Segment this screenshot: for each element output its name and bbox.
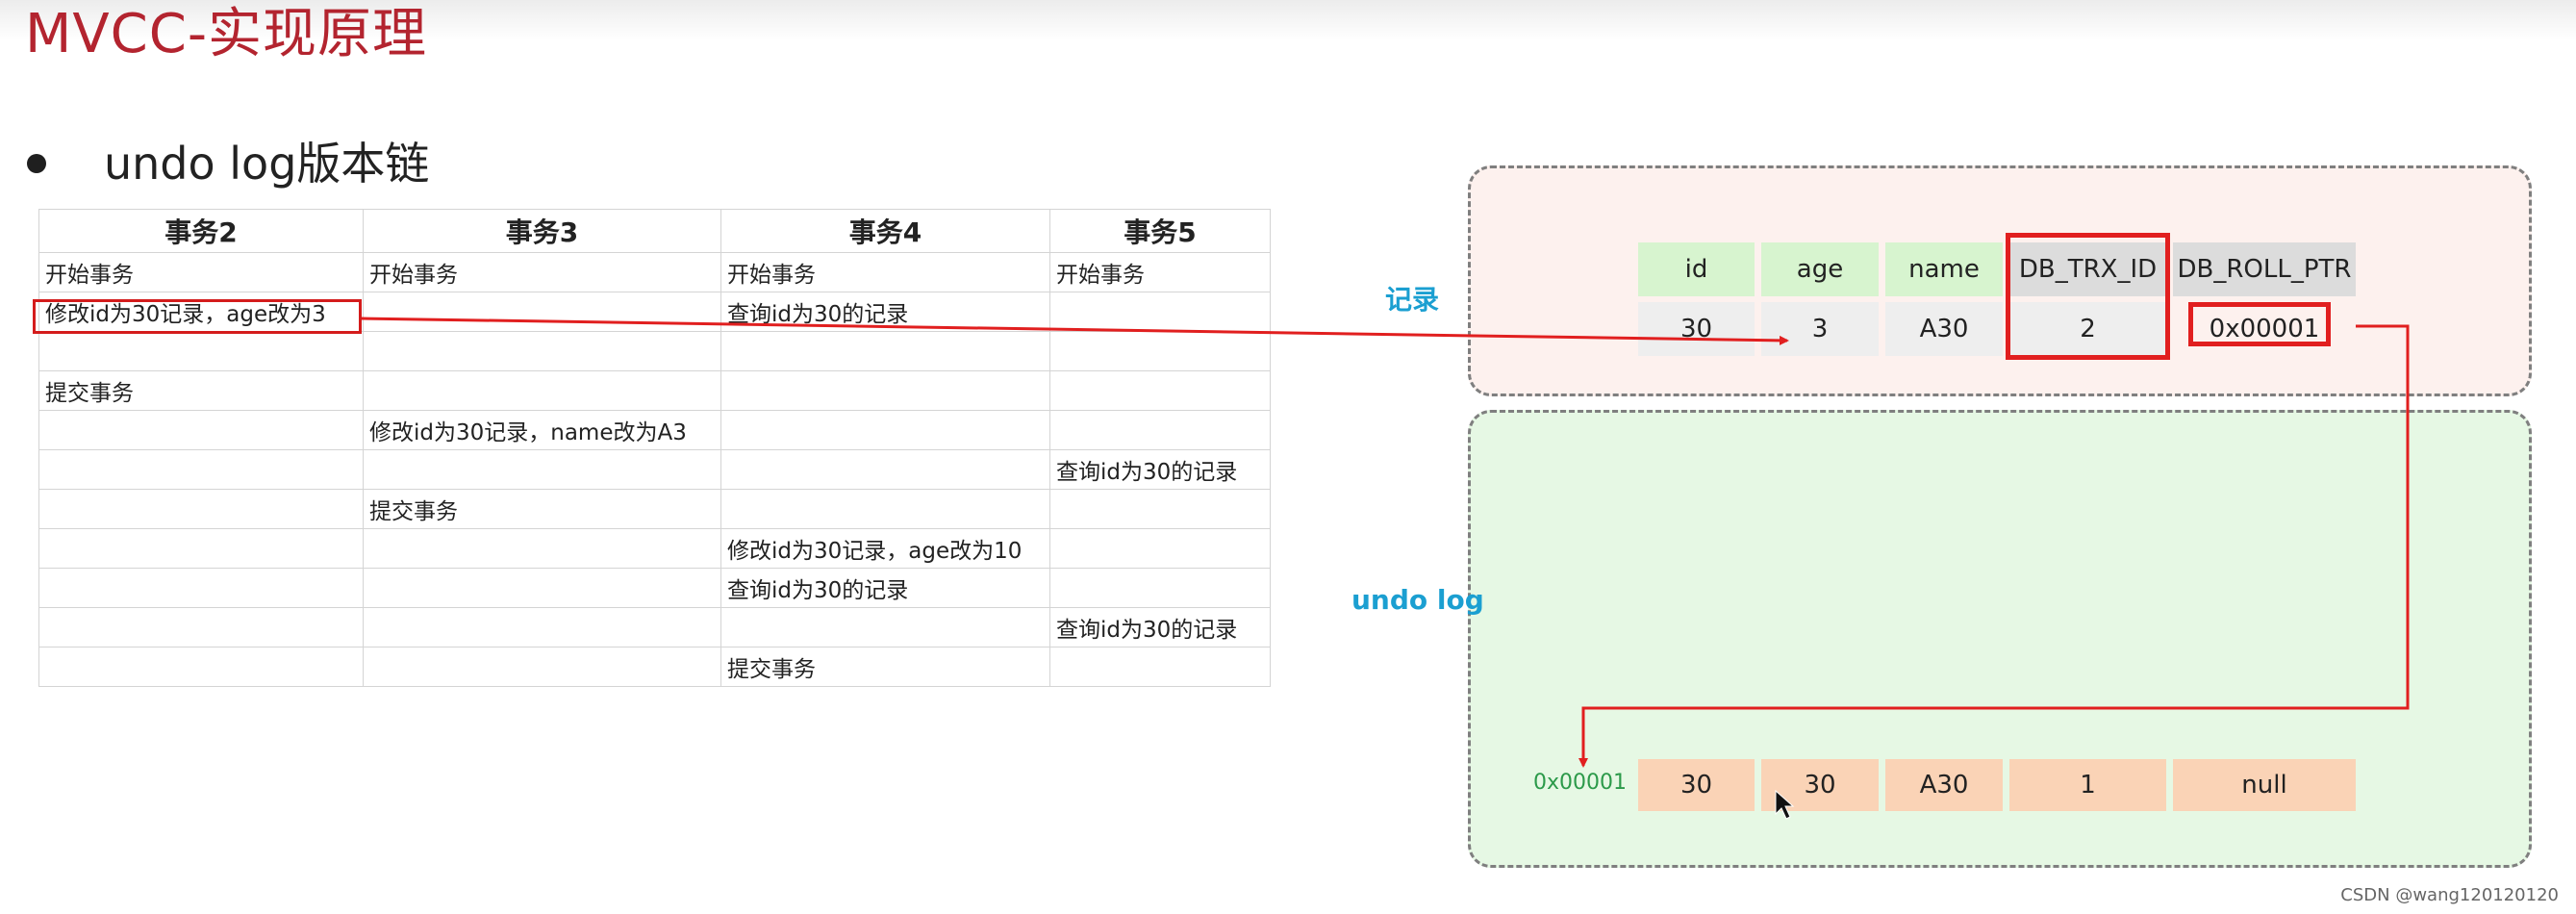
undo-value-name: A30: [1885, 759, 2003, 811]
undo-value-trx-id: 1: [2009, 759, 2166, 811]
table-cell: 修改id为30记录，name改为A3: [363, 410, 721, 450]
record-value-age: 3: [1761, 302, 1879, 356]
record-label: 记录: [1385, 284, 1440, 316]
table-row: 提交事务: [38, 647, 1271, 687]
table-cell: 查询id为30的记录: [1049, 449, 1271, 490]
table-cell: [1049, 292, 1271, 332]
table-cell: [363, 370, 721, 411]
table-cell: [38, 410, 364, 450]
table-cell: [720, 449, 1050, 490]
arrow-roll-ptr-to-undo: [1578, 324, 2410, 768]
undo-value-roll-ptr: null: [2173, 759, 2356, 811]
table-cell: [38, 647, 364, 687]
slide-subtitle: undo log版本链: [104, 138, 430, 190]
record-value-roll-ptr: 0x00001: [2209, 315, 2320, 343]
record-header-id: id: [1638, 242, 1755, 296]
table-cell: 提交事务: [720, 647, 1050, 687]
table-cell: 查询id为30的记录: [720, 568, 1050, 608]
table-cell: [1049, 647, 1271, 687]
table-cell: [720, 410, 1050, 450]
bullet-icon: [27, 154, 46, 173]
undo-value-id: 30: [1638, 759, 1755, 811]
table-cell: 提交事务: [363, 489, 721, 529]
table-row: 提交事务: [38, 489, 1271, 529]
table-cell: [38, 568, 364, 608]
table-cell: [1049, 489, 1271, 529]
table-row: 提交事务: [38, 370, 1271, 411]
table-cell: 开始事务: [720, 252, 1050, 292]
highlight-box-roll-ptr: [2188, 302, 2331, 346]
highlight-box-update-age: [33, 299, 362, 334]
highlight-box-trx-id: [2006, 233, 2170, 360]
table-cell: [363, 292, 721, 332]
mouse-cursor-icon: [1775, 789, 1795, 820]
table-row: 查询id为30的记录: [38, 449, 1271, 490]
table-header-row: 事务2 事务3 事务4 事务5: [38, 209, 1271, 253]
record-value-name: A30: [1885, 302, 2003, 356]
transaction-table: 事务2 事务3 事务4 事务5 开始事务开始事务开始事务开始事务修改id为30记…: [38, 209, 1271, 687]
watermark: CSDN @wang120120120: [2340, 885, 2559, 905]
table-cell: [38, 607, 364, 647]
table-cell: [363, 607, 721, 647]
record-value-trx-id: 2: [2009, 302, 2166, 356]
table-cell: 开始事务: [1049, 252, 1271, 292]
table-cell: 修改id为30记录，age改为10: [720, 528, 1050, 569]
table-cell: [363, 647, 721, 687]
table-cell: [363, 528, 721, 569]
table-row: [38, 331, 1271, 371]
undo-log-label: undo log: [1351, 584, 1484, 616]
table-cell: 开始事务: [363, 252, 721, 292]
table-cell: [720, 607, 1050, 647]
record-header-roll-ptr: DB_ROLL_PTR: [2173, 242, 2356, 296]
table-header: 事务3: [363, 209, 721, 253]
record-header-age: age: [1761, 242, 1879, 296]
undo-log-address: 0x00001: [1533, 771, 1628, 795]
table-row: 修改id为30记录，name改为A3: [38, 410, 1271, 450]
table-row: 修改id为30记录，age改为10: [38, 528, 1271, 569]
table-cell: [38, 489, 364, 529]
record-header-name: name: [1885, 242, 2003, 296]
top-bar: [0, 0, 2576, 40]
slide-title: MVCC-实现原理: [25, 3, 428, 65]
record-header-trx-id: DB_TRX_ID: [2009, 242, 2166, 296]
arrow-to-record: [361, 317, 1789, 345]
